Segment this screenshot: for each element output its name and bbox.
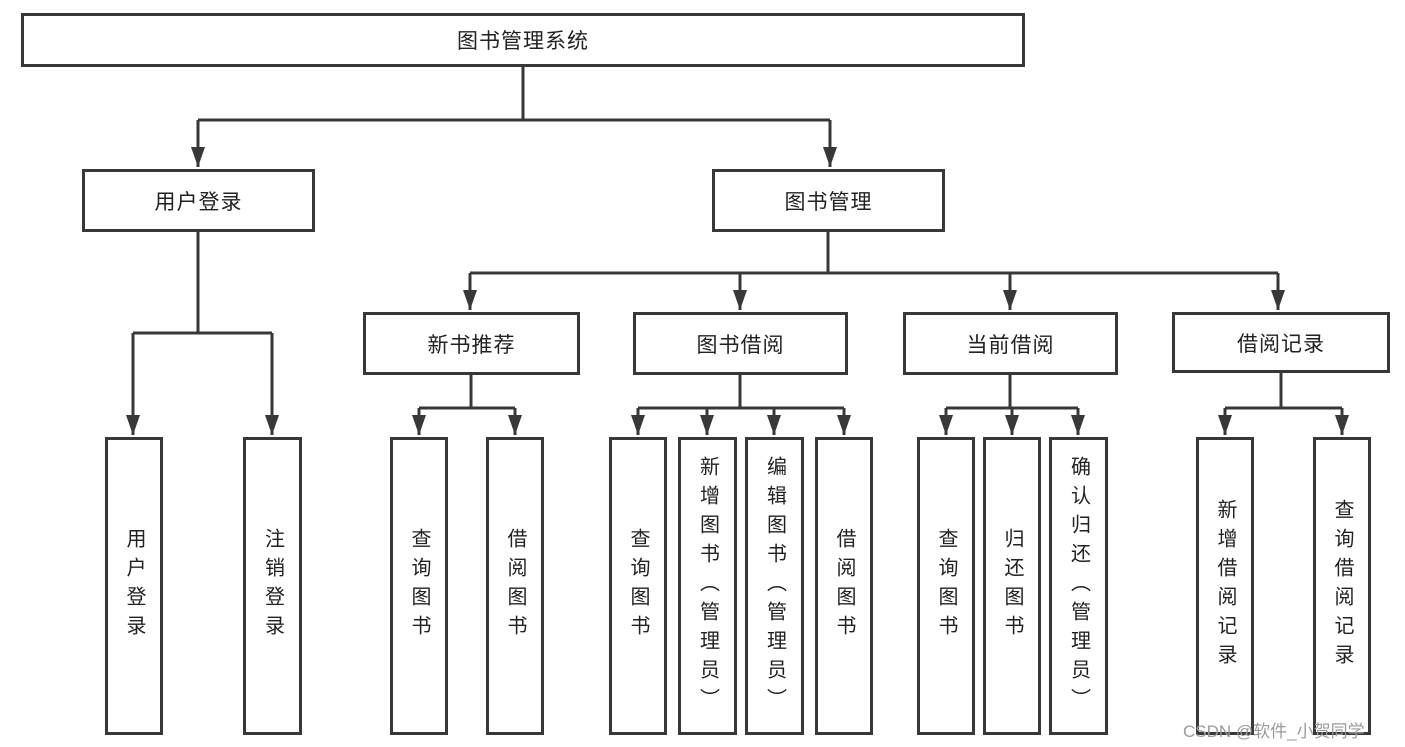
- leaf-query-books-borrow: 查询图书: [609, 437, 667, 735]
- leaf-query-books-current-label: 查询图书: [935, 528, 957, 644]
- node-book-management: 图书管理: [712, 169, 945, 232]
- current-borrow-connectors: [939, 375, 1085, 435]
- node-root-label: 图书管理系统: [457, 30, 589, 53]
- user-login-branch-connectors: [126, 232, 279, 435]
- node-borrow-records-label: 借阅记录: [1237, 332, 1325, 356]
- leaf-borrow-books-recommend: 借阅图书: [486, 437, 544, 735]
- node-book-management-label: 图书管理: [784, 190, 873, 214]
- node-user-login: 用户登录: [82, 169, 315, 232]
- leaf-return-book: 归还图书: [983, 437, 1041, 735]
- leaf-logout-label: 注销登录: [261, 528, 284, 644]
- node-user-login-label: 用户登录: [154, 190, 243, 214]
- book-management-branch-connectors: [463, 232, 1285, 310]
- leaf-query-borrow-record-label: 查询借阅记录: [1331, 499, 1353, 673]
- leaf-user-login-label: 用户登录: [123, 528, 145, 644]
- node-book-borrow: 图书借阅: [633, 312, 848, 375]
- leaf-return-book-label: 归还图书: [1001, 528, 1023, 644]
- node-current-borrow: 当前借阅: [903, 312, 1118, 375]
- leaf-user-login: 用户登录: [105, 437, 163, 735]
- borrow-records-connectors: [1218, 373, 1349, 435]
- leaf-query-books-borrow-label: 查询图书: [627, 528, 649, 644]
- node-book-borrow-label: 图书借阅: [696, 333, 785, 357]
- leaf-query-books-recommend: 查询图书: [390, 437, 448, 735]
- csdn-watermark: CSDN @软件_小贺同学: [1183, 722, 1365, 741]
- node-current-borrow-label: 当前借阅: [966, 333, 1055, 357]
- node-root-system: 图书管理系统: [21, 13, 1025, 67]
- leaf-add-book-admin: 新增图书（管理员）: [678, 437, 737, 735]
- leaf-query-books-recommend-label: 查询图书: [408, 528, 430, 644]
- leaf-confirm-return-admin-label: 确认归还（管理员）: [1067, 455, 1090, 717]
- leaf-borrow-books: 借阅图书: [815, 437, 873, 735]
- leaf-add-borrow-record: 新增借阅记录: [1196, 437, 1254, 735]
- book-borrow-connectors: [631, 375, 851, 435]
- node-new-book-recommend-label: 新书推荐: [427, 333, 516, 357]
- node-borrow-records: 借阅记录: [1172, 312, 1390, 373]
- new-book-recommend-connectors: [412, 375, 522, 435]
- leaf-logout: 注销登录: [243, 437, 302, 735]
- leaf-edit-book-admin: 编辑图书（管理员）: [745, 437, 804, 735]
- node-new-book-recommend: 新书推荐: [363, 312, 580, 375]
- root-to-level2-connectors: [191, 67, 837, 167]
- leaf-edit-book-admin-label: 编辑图书（管理员）: [763, 455, 786, 717]
- leaf-confirm-return-admin: 确认归还（管理员）: [1049, 437, 1108, 735]
- leaf-add-borrow-record-label: 新增借阅记录: [1214, 499, 1236, 673]
- leaf-query-books-current: 查询图书: [917, 437, 975, 735]
- leaf-borrow-books-label: 借阅图书: [833, 528, 855, 644]
- leaf-add-book-admin-label: 新增图书（管理员）: [696, 455, 719, 717]
- leaf-query-borrow-record: 查询借阅记录: [1313, 437, 1371, 735]
- leaf-borrow-books-recommend-label: 借阅图书: [504, 528, 526, 644]
